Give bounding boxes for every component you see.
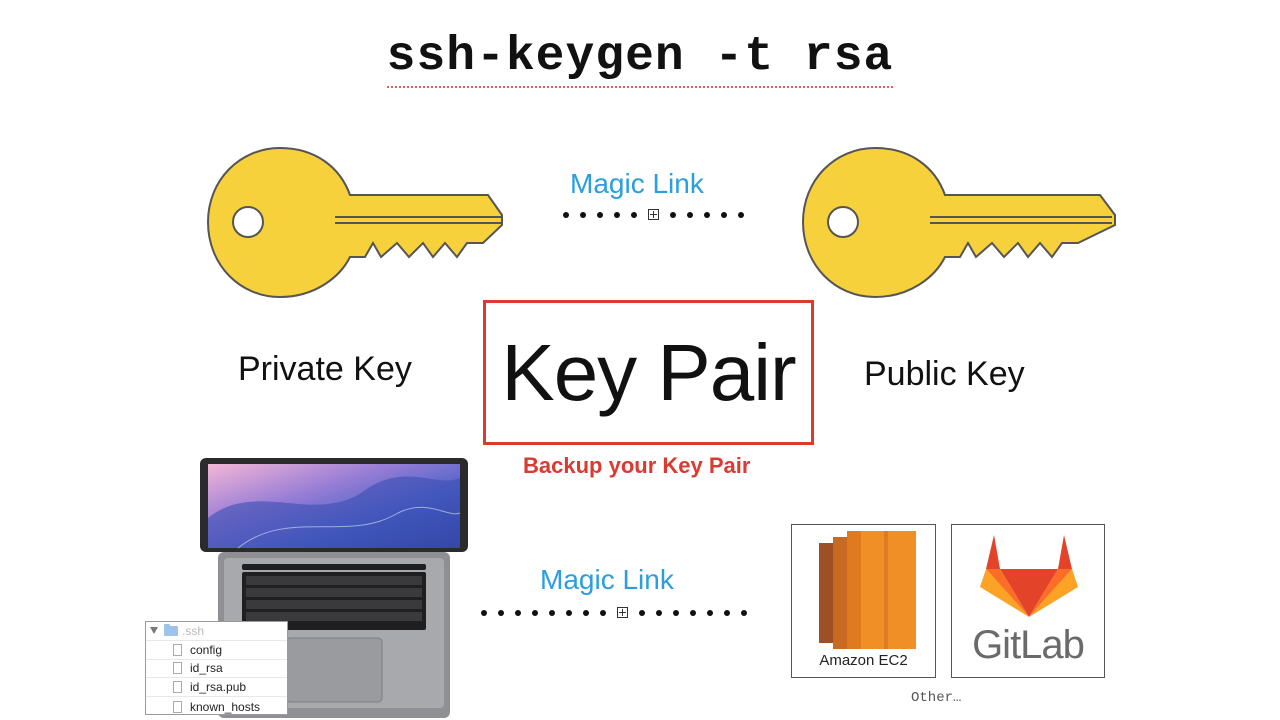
amazon-ec2-card: Amazon EC2 [791,524,936,678]
public-key-icon [800,145,1120,310]
page-title: ssh-keygen -t rsa [0,30,1280,88]
connector-dot [597,211,603,218]
key-pair-label: Key Pair [501,327,796,417]
document-icon [173,662,182,675]
connector-dot [673,609,679,616]
magic-link-connector-top [563,209,744,220]
connector-dot [724,609,730,616]
ssh-folder-row[interactable]: .ssh [146,622,287,641]
connector-dot [670,211,676,218]
connector-dot [515,609,521,616]
document-icon [173,700,182,713]
file-name: known_hosts [190,699,261,714]
connector-dot [721,211,727,218]
file-row[interactable]: config [146,641,287,660]
connector-dot [738,211,744,218]
gitlab-label: GitLab [972,623,1085,667]
connector-dot [580,211,586,218]
file-row[interactable]: known_hosts [146,697,287,716]
ssh-file-browser: .ssh config id_rsa id_rsa.pub known_host… [145,621,288,715]
other-services-label: Other… [911,690,962,706]
connector-dot [600,609,606,616]
connector-dot [583,609,589,616]
connector-dot [563,211,569,218]
file-name: id_rsa.pub [190,680,247,695]
document-icon [173,681,182,694]
file-name: id_rsa [190,661,223,676]
connector-dot [566,609,572,616]
connector-dot [631,211,637,218]
magic-link-connector-bottom [481,607,747,618]
public-key-label: Public Key [864,355,1025,393]
title-text: ssh-keygen -t rsa [386,30,894,88]
connector-dot [532,609,538,616]
file-row[interactable]: id_rsa.pub [146,678,287,698]
connector-dot [707,609,713,616]
connector-dot [549,609,555,616]
ec2-label: Amazon EC2 [819,652,908,669]
file-row[interactable]: id_rsa [146,660,287,679]
disclosure-triangle-icon[interactable] [150,627,158,635]
connector-dot [498,609,504,616]
connector-dot [687,211,693,218]
gitlab-logo-icon [980,535,1078,617]
move-handle-icon[interactable] [617,607,628,618]
connector-dot [741,609,747,616]
file-name: config [190,642,223,657]
connector-dot [690,609,696,616]
key-pair-box: Key Pair [483,300,814,445]
move-handle-icon[interactable] [648,209,659,220]
private-key-icon [205,145,525,310]
gitlab-card: GitLab [951,524,1105,678]
document-icon [173,643,182,656]
backup-label: Backup your Key Pair [523,453,751,478]
connector-dot [704,211,710,218]
folder-name: .ssh [182,623,205,638]
magic-link-label-top: Magic Link [570,168,704,199]
connector-dot [639,609,645,616]
private-key-label: Private Key [238,350,412,388]
connector-dot [481,609,487,616]
amazon-ec2-logo-icon [819,531,916,649]
magic-link-label-bottom: Magic Link [540,564,674,595]
connector-dot [614,211,620,218]
connector-dot [656,609,662,616]
folder-icon [164,623,178,636]
